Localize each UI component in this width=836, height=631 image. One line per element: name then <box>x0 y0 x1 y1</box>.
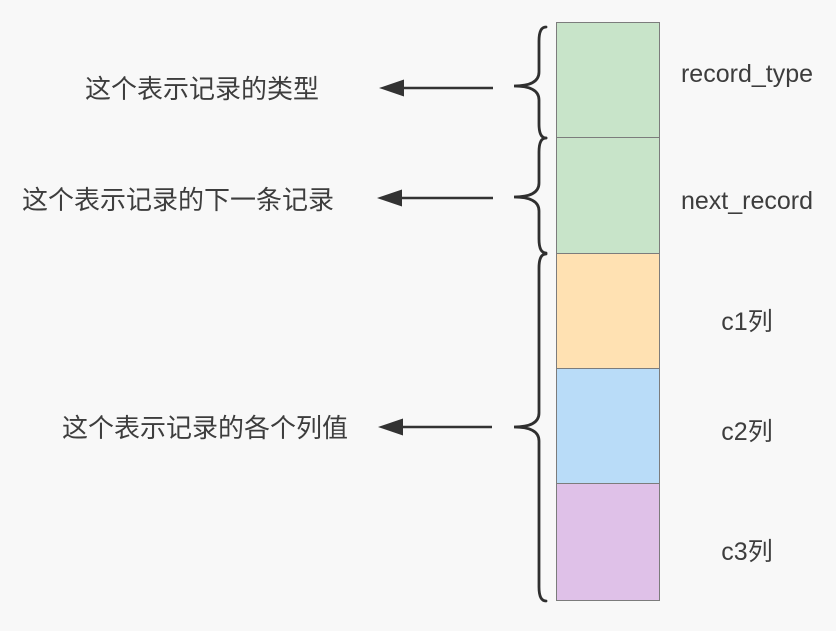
annotation-next-record: 这个表示记录的下一条记录 <box>22 185 335 215</box>
annotation-column-values: 这个表示记录的各个列值 <box>62 413 349 443</box>
arrow-left-icon <box>378 418 492 436</box>
brace-record-type-icon <box>513 25 548 140</box>
label-c3: c3列 <box>721 538 773 566</box>
block-next-record <box>556 137 660 254</box>
block-c2 <box>556 368 660 484</box>
arrow-left-icon <box>377 189 493 207</box>
arrow-left-icon <box>379 79 493 97</box>
label-c1: c1列 <box>721 308 773 336</box>
brace-next-record-icon <box>513 136 548 255</box>
label-c2: c2列 <box>721 418 773 446</box>
label-next-record: next_record <box>680 187 814 215</box>
label-record-type: record_type <box>680 60 814 88</box>
annotation-record-type: 这个表示记录的类型 <box>85 74 320 104</box>
record-block-column <box>556 22 660 601</box>
block-record-type <box>556 22 660 138</box>
brace-column-values-icon <box>513 252 548 603</box>
block-c3 <box>556 483 660 601</box>
